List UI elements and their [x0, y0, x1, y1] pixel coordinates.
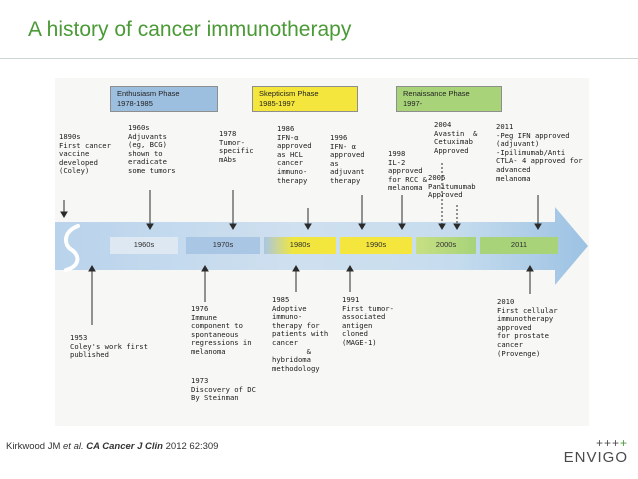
decade-segment-1960s: [110, 237, 178, 254]
swoosh-icon: [64, 224, 80, 272]
decade-label: 1990s: [365, 240, 387, 249]
phase-name: Enthusiasm Phase: [117, 89, 180, 98]
decade-segment-1990s: [340, 237, 412, 254]
phase-enthusiasm: Enthusiasm Phase 1978-1985: [110, 86, 218, 112]
event-2010: 2010 First cellular immunotherapy approv…: [497, 297, 558, 358]
envigo-logo: ++++ ENVIGO: [548, 437, 628, 467]
event-1973: 1973 Discovery of DC By Steinman: [191, 376, 256, 403]
event-2006: 2006 Panitumumab Approved: [428, 173, 476, 200]
event-1890s: 1890s First cancer vaccine developed (Co…: [59, 132, 111, 176]
logo-plus-marks: ++++: [595, 436, 628, 450]
title-divider: [0, 58, 638, 59]
event-2011: 2011 -Peg IFN approved (adjuvant) -Ipili…: [496, 122, 583, 183]
phase-renaissance: Renaissance Phase 1997-: [396, 86, 502, 112]
event-1986: 1986 IFN-α approved as HCL cancer immuno…: [277, 124, 312, 185]
decade-label: 1960s: [133, 240, 155, 249]
event-2004: 2004 Avastin & Cetuximab Approved: [434, 120, 478, 155]
decade-segment-1980s: [264, 237, 336, 254]
decade-label: 2000s: [435, 240, 457, 249]
event-1991: 1991 First tumor- associated antigen clo…: [342, 295, 394, 347]
logo-wordmark: ENVIGO: [563, 449, 628, 466]
phase-years: 1978-1985: [117, 99, 153, 108]
slide-title: A history of cancer immunotherapy: [28, 18, 352, 41]
event-1976: 1976 Immune component to spontaneous reg…: [191, 304, 252, 356]
decade-label: 1970s: [212, 240, 234, 249]
event-1985: 1985 Adoptive immuno- therapy for patien…: [272, 295, 329, 373]
decade-label: 1980s: [289, 240, 311, 249]
citation-etal: et al.: [63, 441, 84, 452]
decade-segment-2011: [480, 237, 558, 254]
phase-years: 1985-1997: [259, 99, 295, 108]
event-1996: 1996 IFN- α approved as adjuvant therapy: [330, 133, 365, 185]
decade-segment-1970s: [186, 237, 260, 254]
citation-journal: CA Cancer J Clin: [86, 441, 163, 452]
decade-segment-2000s: [416, 237, 476, 254]
citation: Kirkwood JM et al. CA Cancer J Clin 2012…: [6, 441, 218, 452]
event-1953: 1953 Coley's work first published: [70, 333, 148, 360]
phase-name: Renaissance Phase: [403, 89, 470, 98]
phase-skepticism: Skepticism Phase 1985-1997: [252, 86, 358, 112]
phase-years: 1997-: [403, 99, 423, 108]
event-1960s: 1960s Adjuvants (eg, BCG) shown to eradi…: [128, 123, 176, 175]
event-1978: 1978 Tumor- specific mAbs: [219, 129, 254, 164]
decade-label: 2011: [510, 240, 528, 249]
citation-authors: Kirkwood JM: [6, 441, 64, 452]
phase-name: Skepticism Phase: [259, 89, 319, 98]
event-1998: 1998 IL-2 approved for RCC & melanoma: [388, 149, 427, 193]
citation-ref: 2012 62:309: [163, 441, 219, 452]
